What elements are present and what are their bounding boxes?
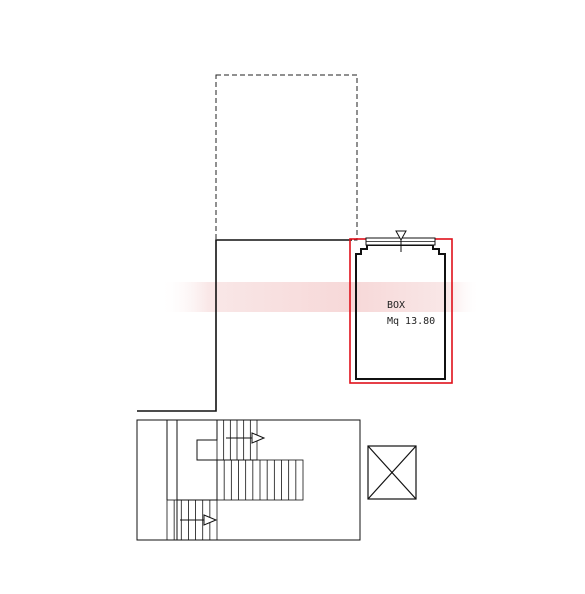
box-room: BOX Mq 13.80 (349, 230, 453, 384)
stair-flight-middle (216, 459, 304, 501)
room-name: BOX (387, 300, 405, 311)
triangle-down-icon (395, 230, 407, 252)
stair-arrow-upper (226, 432, 266, 444)
watermark (160, 282, 480, 312)
room-area: Mq 13.80 (387, 316, 435, 327)
stair-flight-upper (216, 419, 258, 461)
dashed-area (215, 74, 358, 241)
x-box-icon (367, 445, 417, 500)
stair-arrow-lower (180, 514, 218, 526)
walls (137, 239, 352, 412)
